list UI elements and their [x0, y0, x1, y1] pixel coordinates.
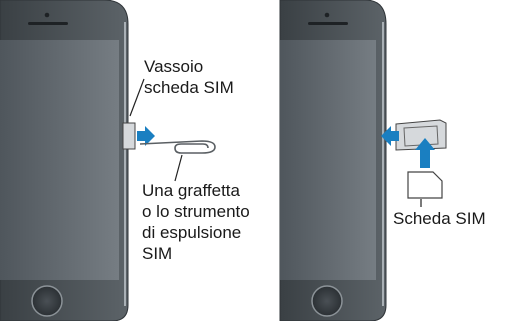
left-phone-screen [0, 40, 119, 280]
sim-tray-label-line1: Vassoio [144, 57, 204, 76]
tool-label: Una graffetta o lo strumento di espulsio… [142, 180, 250, 264]
right-phone-screen [280, 40, 376, 280]
sim-card-label: Scheda SIM [393, 209, 486, 228]
right-insert-arrow [381, 126, 399, 146]
left-phone [0, 0, 216, 322]
tool-leader-line [174, 154, 183, 182]
sim-tray-label: Vassoio scheda SIM [144, 56, 234, 98]
sim-card-icon [407, 171, 443, 199]
right-sim-tray-slot [403, 125, 439, 147]
right-phone [279, 0, 447, 322]
tool-label-line4: SIM [142, 244, 173, 263]
left-phone-home-button [31, 285, 63, 317]
tool-label-line1: Una graffetta [142, 181, 240, 200]
sim-tray-label-line2: scheda SIM [144, 78, 234, 97]
left-phone-speaker [28, 22, 68, 25]
right-up-arrow [415, 138, 435, 168]
left-eject-arrow [137, 126, 155, 146]
tool-label-line3: di espulsione [142, 223, 242, 242]
paperclip-icon [139, 140, 216, 154]
right-phone-speaker [308, 22, 348, 25]
tool-label-line2: o lo strumento [142, 202, 250, 221]
left-sim-tray [122, 122, 136, 150]
left-phone-camera [44, 12, 50, 18]
right-phone-camera [324, 12, 330, 18]
tray-leader-line [129, 78, 145, 117]
right-phone-home-button [311, 285, 343, 317]
